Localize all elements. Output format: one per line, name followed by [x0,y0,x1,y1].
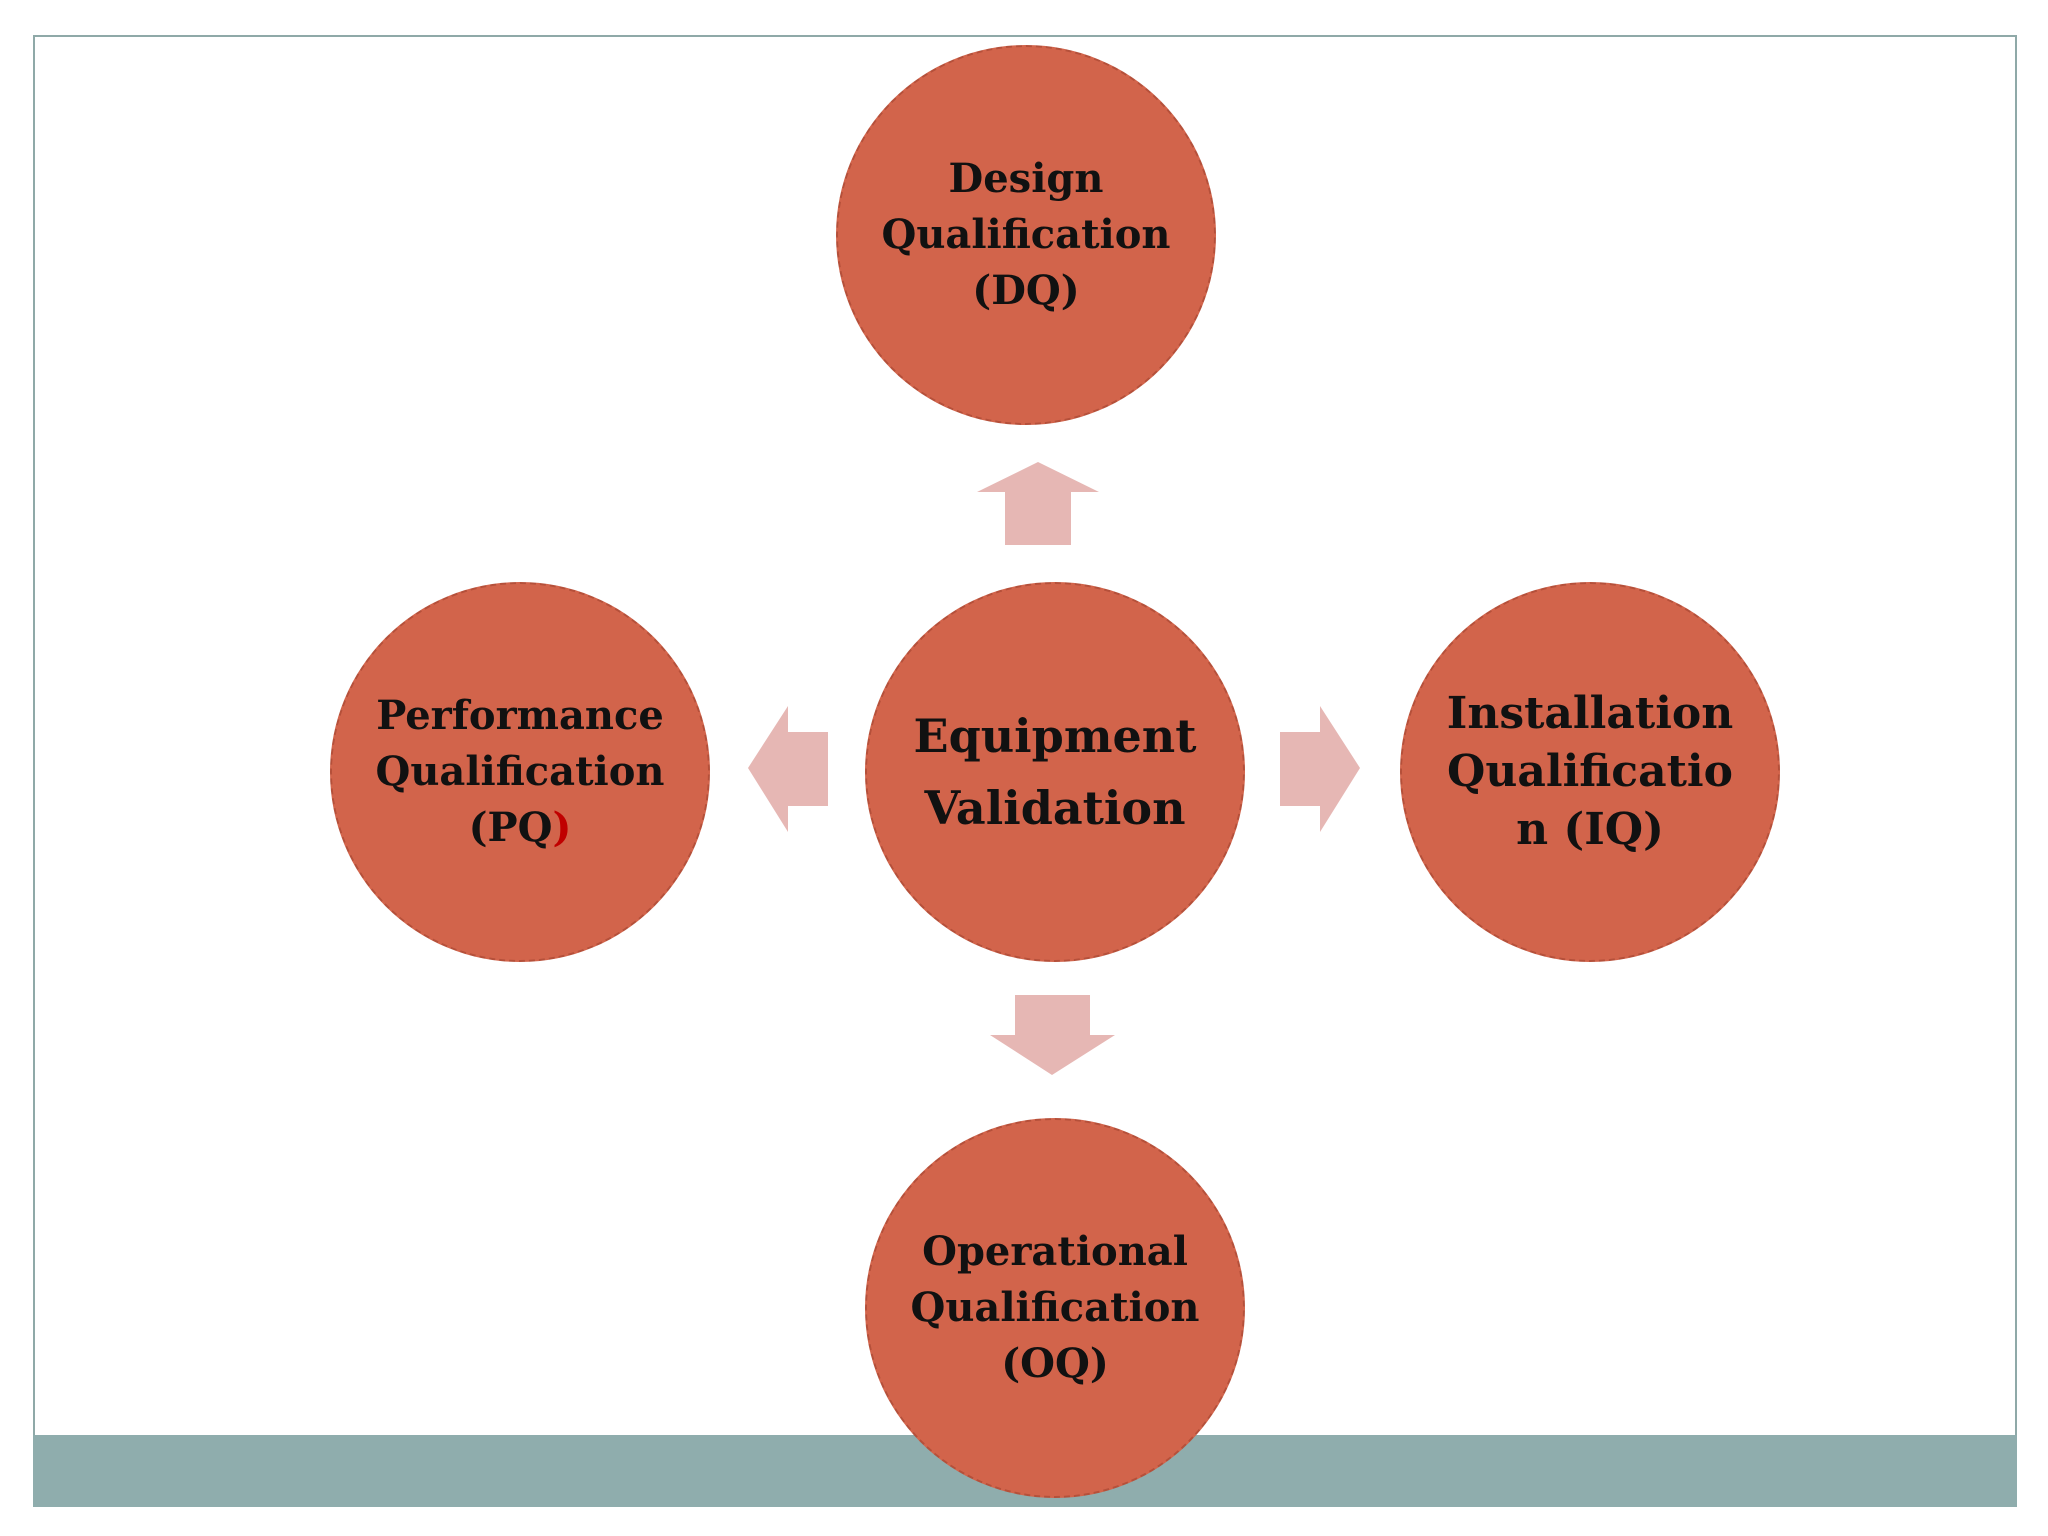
oq-line3: (OQ) [1001,1340,1109,1387]
pq-line3-accent: ) [552,804,572,851]
dq-line1: Design [948,155,1104,202]
iq-line1: Installation [1446,688,1734,739]
node-performance-qualification: Performance Qualification (PQ) [330,582,710,962]
iq-line2: Qualificatio [1447,746,1733,797]
iq-line3: n (IQ) [1516,804,1664,855]
node-operational-qualification: Operational Qualification (OQ) [865,1118,1245,1498]
node-design-qualification: Design Qualification (DQ) [836,45,1216,425]
center-line2: Validation [924,781,1186,835]
pq-line3: (PQ) [469,804,572,851]
node-equipment-validation: Equipment Validation [865,582,1245,962]
dq-line2: Qualification [881,211,1171,258]
center-line1: Equipment [913,709,1197,763]
oq-line1: Operational [922,1228,1188,1275]
node-installation-qualification: Installation Qualificatio n (IQ) [1400,582,1780,962]
dq-line3: (DQ) [972,267,1080,314]
pq-line1: Performance [376,692,664,739]
pq-line2: Qualification [375,748,665,795]
pq-line3-main: (PQ [468,804,553,851]
oq-line2: Qualification [910,1284,1200,1331]
